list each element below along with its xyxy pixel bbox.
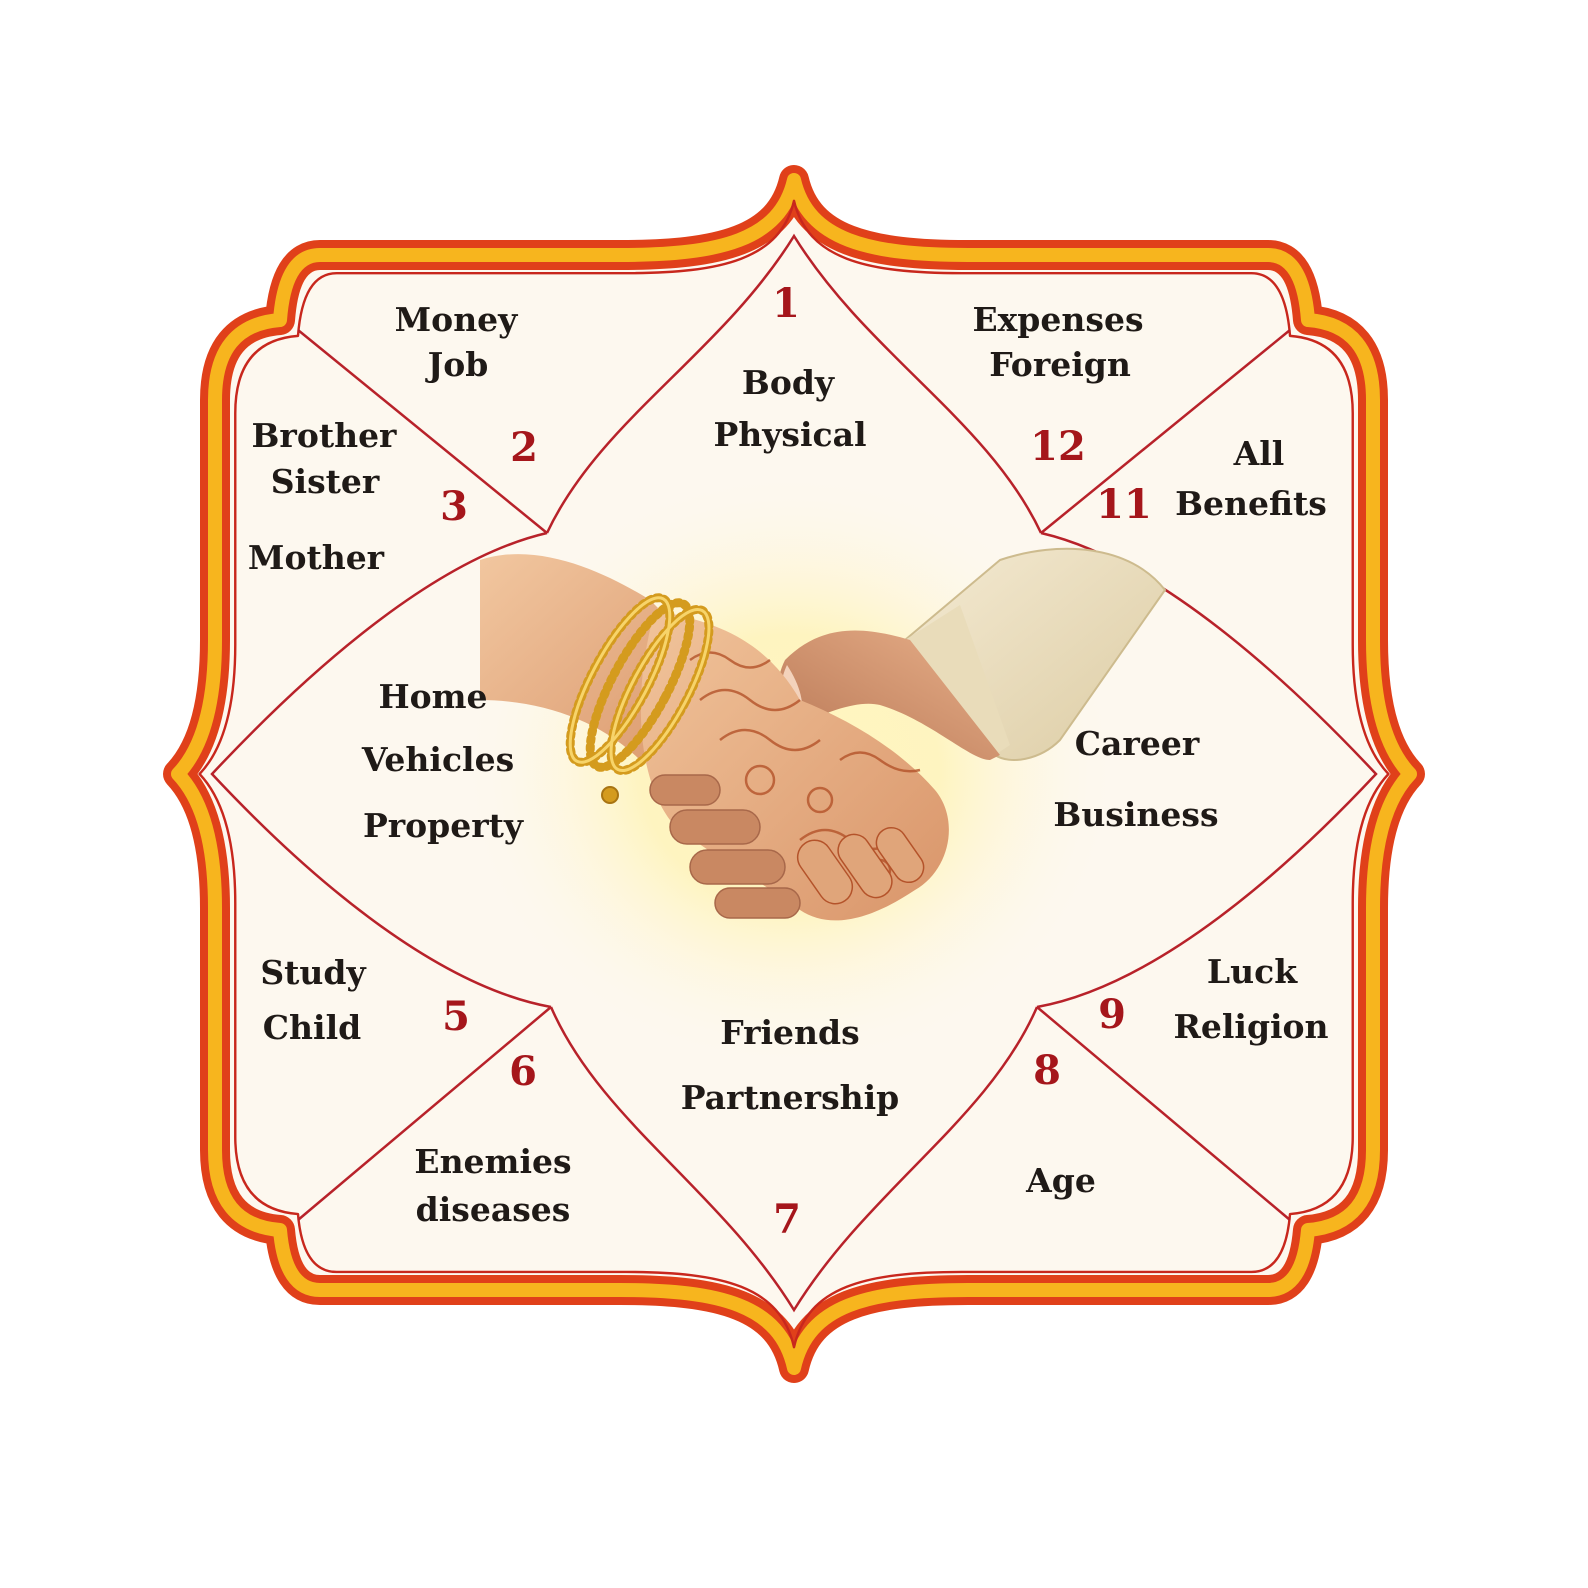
petal-left — [210, 531, 552, 1009]
house-10-line-2: Business — [1053, 795, 1219, 834]
house-5-line-1: Study — [260, 953, 366, 992]
house-6-number: 6 — [509, 1048, 537, 1095]
house-2-line-2: Job — [427, 345, 489, 384]
house-7-number: 7 — [773, 1196, 801, 1243]
diagonal-top-left — [297, 329, 548, 534]
diagonal-top-right — [1040, 329, 1291, 534]
house-5-line-2: Child — [262, 1008, 362, 1047]
house-2-line-1: Money — [394, 300, 518, 339]
man-hand — [777, 630, 1000, 760]
house-4-line-3: Property — [362, 806, 524, 845]
house-1-line-2: Physical — [713, 415, 867, 454]
house-2-number: 2 — [510, 424, 538, 471]
gold-bangles-shine — [568, 596, 711, 773]
house-1-number: 1 — [772, 280, 800, 327]
house-11-line-1: All — [1233, 434, 1285, 473]
house-8-line-1: Age — [1026, 1161, 1096, 1200]
house-7-line-2: Partnership — [680, 1078, 900, 1117]
house-8-number: 8 — [1033, 1047, 1061, 1094]
house-12-line-2: Foreign — [989, 345, 1131, 384]
house-3-line-2: Sister — [270, 462, 380, 501]
house-5-number: 5 — [442, 993, 470, 1040]
woman-fingers — [796, 826, 925, 905]
house-3-line-3: Mother — [247, 538, 385, 577]
house-12-number: 12 — [1030, 423, 1086, 470]
man-fingers — [649, 774, 801, 919]
house-9-line-2: Religion — [1173, 1007, 1329, 1046]
petal-bottom — [549, 1006, 1039, 1313]
house-6-line-1: Enemies — [414, 1142, 572, 1181]
petal-top — [545, 233, 1043, 534]
house-9-number: 9 — [1098, 991, 1126, 1038]
house-4-line-2: Vehicles — [361, 740, 515, 779]
handshake-image — [480, 547, 1167, 921]
house-3-line-1: Brother — [251, 416, 397, 455]
house-10-line-1: Career — [1074, 724, 1200, 763]
house-4-line-1: Home — [378, 677, 488, 716]
diagonal-bottom-left — [297, 1006, 552, 1221]
house-11-number: 11 — [1096, 481, 1152, 528]
bangle-charm — [601, 786, 619, 804]
house-3-number: 3 — [440, 483, 468, 530]
house-1-line-1: Body — [741, 363, 835, 402]
house-11-line-2: Benefits — [1175, 484, 1327, 523]
house-12-line-1: Expenses — [972, 300, 1144, 339]
house-6-line-2: diseases — [415, 1190, 571, 1229]
house-9-line-1: Luck — [1206, 952, 1298, 991]
diagonal-bottom-right — [1036, 1006, 1291, 1221]
house-7-line-1: Friends — [720, 1013, 860, 1052]
